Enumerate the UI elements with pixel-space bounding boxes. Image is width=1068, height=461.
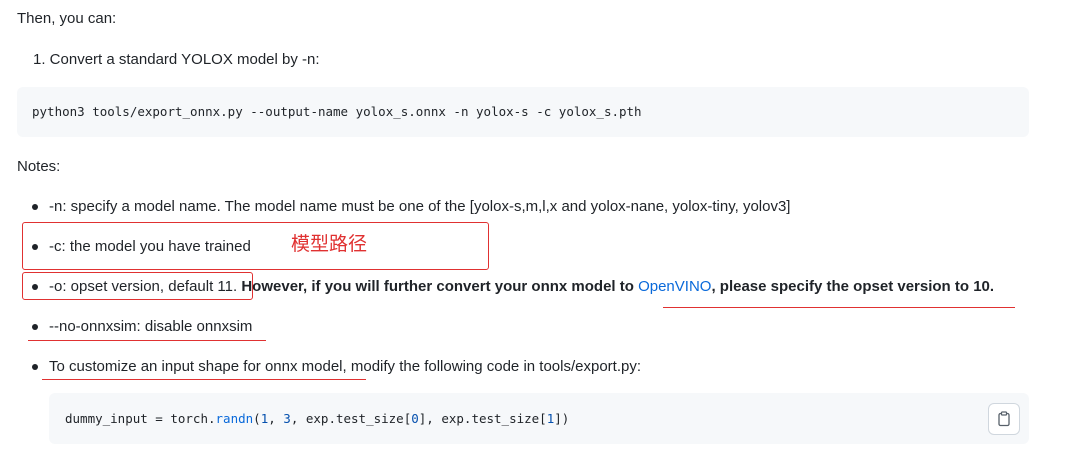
copy-button[interactable] (988, 403, 1020, 435)
annotation-underline-onnxsim (28, 340, 266, 341)
annotation-model-path: 模型路径 (291, 233, 368, 255)
input-shape-rest: , modify the following code in tools/exp… (342, 358, 642, 375)
note-o: -o: opset version, default 11. However, … (49, 277, 994, 297)
code-token-fn: randn (215, 411, 254, 426)
note-o-plain: -o: opset version, default 11. (49, 278, 238, 295)
step-1-text: 1. Convert a standard YOLOX model by -n: (33, 51, 320, 68)
code-token: ]) (554, 411, 570, 426)
code-token-num: 1 (260, 411, 269, 426)
dummy-input-code-block: dummy_input = torch.randn(1, 3, exp.test… (49, 393, 1029, 444)
annotation-box-o (22, 272, 253, 300)
dummy-input-code: dummy_input = torch.randn(1, 3, exp.test… (65, 411, 569, 426)
bullet (32, 244, 38, 250)
intro-text: Then, you can: (17, 10, 117, 27)
code-token-num: 0 (411, 411, 419, 426)
code-token: ], exp.test_size[ (418, 411, 547, 426)
annotation-underline-openvino (663, 307, 1015, 308)
command-code-block: python3 tools/export_onnx.py --output-na… (17, 87, 1029, 137)
command-text: python3 tools/export_onnx.py --output-na… (32, 104, 642, 119)
notes-heading: Notes: (17, 158, 61, 175)
code-token: , (268, 411, 284, 426)
annotation-underline-input-shape (42, 379, 366, 380)
bullet (32, 364, 38, 370)
note-no-onnxsim: --no-onnxsim: disable onnxsim (49, 318, 253, 335)
code-token: ( (253, 411, 261, 426)
note-o-bold: However, if you will further convert you… (241, 278, 634, 295)
note-n: -n: specify a model name. The model name… (49, 198, 791, 215)
code-token-num: 1 (546, 411, 555, 426)
bullet (32, 284, 38, 290)
code-token: , exp.test_size[ (290, 411, 412, 426)
note-input-shape: To customize an input shape for onnx mod… (49, 357, 641, 377)
clipboard-icon (998, 411, 1010, 427)
openvino-link[interactable]: OpenVINO (638, 278, 712, 295)
code-token: dummy_input = torch. (65, 411, 216, 426)
bullet (32, 324, 38, 330)
note-c: -c: the model you have trained (49, 238, 251, 255)
bullet (32, 204, 38, 210)
annotation-box-c (22, 222, 489, 270)
note-o-bold-tail: , please specify the opset version to 10… (711, 278, 995, 295)
input-shape-link[interactable]: To customize an input shape for onnx mod… (49, 358, 343, 375)
code-token-num: 3 (283, 411, 291, 426)
